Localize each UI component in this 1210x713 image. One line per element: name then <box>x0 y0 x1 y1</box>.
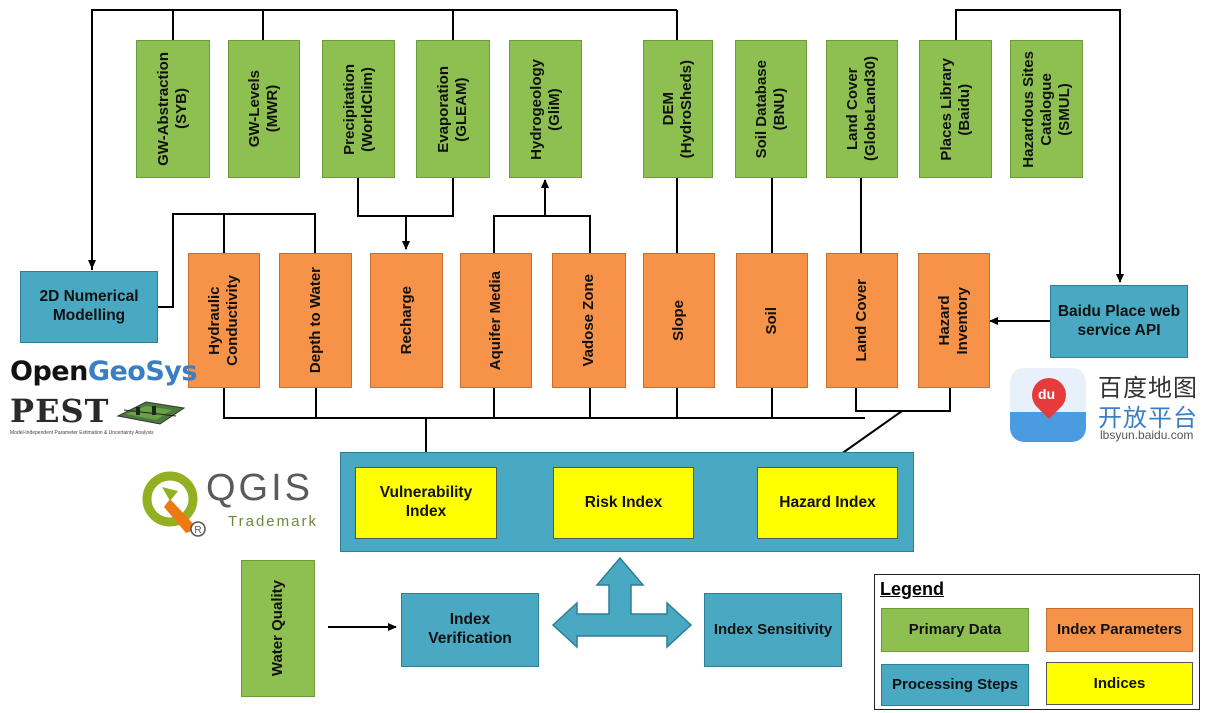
legend-primary-data-label: Primary Data <box>908 621 1002 638</box>
pest-logo: PEST Model-Independent Parameter Estimat… <box>8 392 188 442</box>
depth-to-water-label: Depth to Water <box>306 267 324 374</box>
soil-label: Soil <box>763 306 780 335</box>
numerical-modelling-label: 2D Numerical Modelling <box>39 288 139 324</box>
opengeosys-open-text: Open <box>10 356 88 387</box>
hydraulic-conductivity-label: Hydraulic Conductivity <box>206 275 241 366</box>
land-cover-param-label: Land Cover <box>853 279 870 362</box>
hydrogeology-box: Hydrogeology (GliM) <box>509 40 582 178</box>
legend-title: Legend <box>880 579 945 599</box>
recharge-label: Recharge <box>397 286 415 355</box>
slope-box: Slope <box>643 253 715 388</box>
hazard-index-label: Hazard Index <box>779 493 876 511</box>
legend-primary-data: Primary Data <box>881 608 1029 652</box>
pest-text: PEST <box>10 392 110 430</box>
legend-index-parameters-label: Index Parameters <box>1056 621 1183 638</box>
places-library-box: Places Library (Baidu) <box>919 40 992 178</box>
dem-label: DEM (HydroSheds) <box>660 59 695 159</box>
baidu-icon-text: du <box>1038 386 1056 402</box>
baidu-map-icon: du <box>1010 368 1086 442</box>
gw-levels-label: GW-Levels (MWR) <box>246 70 281 148</box>
vadose-zone-box: Vadose Zone <box>552 253 626 388</box>
land-cover-data-box: Land Cover (GlobeLand30) <box>826 40 898 178</box>
land-cover-data-label: Land Cover (GlobeLand30) <box>844 56 879 162</box>
legend-processing-steps-label: Processing Steps <box>892 676 1018 693</box>
opengeosys-geosys-text: GeoSys <box>87 356 198 387</box>
index-sensitivity-box: Index Sensitivity <box>704 593 842 667</box>
hydrogeology-label: Hydrogeology (GliM) <box>527 58 563 160</box>
precipitation-box: Precipitation (WorldClim) <box>322 40 395 178</box>
baidu-logo: du 百度地图 开放平台 lbsyun.baidu.com <box>1010 366 1210 446</box>
qgis-trademark: Trademark <box>228 513 318 530</box>
legend: Legend Primary Data Index Parameters Pro… <box>874 574 1200 710</box>
legend-indices: Indices <box>1046 662 1193 705</box>
soil-database-label: Soil Database (BNU) <box>753 59 788 159</box>
hazard-inventory-label: Hazard Inventory <box>936 286 971 355</box>
legend-indices-label: Indices <box>1093 674 1146 692</box>
dem-box: DEM (HydroSheds) <box>643 40 713 178</box>
svg-text:R: R <box>194 525 201 536</box>
risk-index-label: Risk Index <box>584 493 663 511</box>
qgis-text: QGIS <box>206 467 314 509</box>
index-verification-label: Index Verification <box>428 611 512 647</box>
vulnerability-index-label: Vulnerability Index <box>379 484 473 520</box>
hazard-inventory-box: Hazard Inventory <box>918 253 990 388</box>
water-quality-label: Water Quality <box>269 580 286 677</box>
precipitation-label: Precipitation (WorldClim) <box>340 63 376 155</box>
evaporation-box: Evaporation (GLEAM) <box>416 40 490 178</box>
hazard-index-box: Hazard Index <box>757 467 898 539</box>
gw-abstraction-box: GW-Abstraction (SYB) <box>136 40 210 178</box>
gw-abstraction-label: GW-Abstraction (SYB) <box>155 52 190 166</box>
places-library-label: Places Library (Baidu) <box>937 57 973 161</box>
land-cover-param-box: Land Cover <box>826 253 898 388</box>
baidu-url: lbsyun.baidu.com <box>1100 428 1194 442</box>
soil-box: Soil <box>736 253 808 388</box>
recharge-box: Recharge <box>370 253 443 388</box>
evaporation-label: Evaporation (GLEAM) <box>435 65 470 153</box>
legend-index-parameters: Index Parameters <box>1046 608 1193 652</box>
water-quality-box: Water Quality <box>241 560 315 697</box>
aquifer-media-label: Aquifer Media <box>487 270 504 371</box>
baidu-cn-line2: 开放平台 <box>1098 405 1198 432</box>
index-verification-box: Index Verification <box>401 593 539 667</box>
risk-index-box: Risk Index <box>553 467 694 539</box>
aquifer-media-box: Aquifer Media <box>460 253 532 388</box>
pest-terrain-icon <box>116 401 186 425</box>
vulnerability-index-box: Vulnerability Index <box>355 467 497 539</box>
baidu-api-box: Baidu Place web service API <box>1050 285 1188 358</box>
three-way-arrow <box>551 556 693 649</box>
hydraulic-conductivity-box: Hydraulic Conductivity <box>188 253 260 388</box>
qgis-q-icon: R <box>142 471 206 537</box>
legend-processing-steps: Processing Steps <box>881 664 1029 706</box>
opengeosys-logo: OpenGeoSys <box>10 356 197 387</box>
gw-levels-box: GW-Levels (MWR) <box>228 40 300 178</box>
numerical-modelling-box: 2D Numerical Modelling <box>20 271 158 343</box>
depth-to-water-box: Depth to Water <box>279 253 352 388</box>
baidu-cn-line1: 百度地图 <box>1098 375 1198 402</box>
vadose-zone-label: Vadose Zone <box>580 274 597 367</box>
index-sensitivity-label: Index Sensitivity <box>713 621 833 638</box>
pest-tagline: Model-Independent Parameter Estimation &… <box>10 430 154 436</box>
hazardous-sites-label: Hazardous Sites Catalogue (SMUL) <box>1019 50 1073 168</box>
soil-database-box: Soil Database (BNU) <box>735 40 807 178</box>
slope-label: Slope <box>670 300 687 341</box>
baidu-api-label: Baidu Place web service API <box>1057 302 1181 339</box>
hazardous-sites-box: Hazardous Sites Catalogue (SMUL) <box>1010 40 1083 178</box>
qgis-logo: R QGIS Trademark <box>140 465 330 545</box>
